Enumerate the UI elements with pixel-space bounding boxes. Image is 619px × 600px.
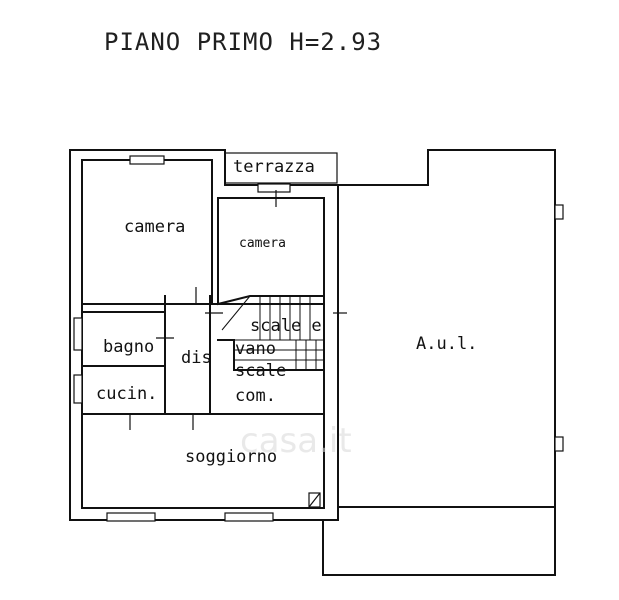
window-marker — [73, 317, 83, 351]
living-room-corner-mark — [308, 492, 321, 508]
window-marker — [106, 512, 156, 522]
room-label-camera-large: camera — [124, 217, 185, 237]
window-marker — [129, 155, 165, 165]
terrace-outline — [224, 152, 338, 184]
room-label-soggiorno: soggiorno — [185, 447, 277, 467]
room-label-scale: scale — [235, 361, 286, 381]
room-label-bagno: bagno — [103, 337, 154, 357]
room-label-camera-small: camera — [239, 236, 286, 251]
room-label-cucina: cucin. — [96, 384, 157, 404]
room-label-vano: vano — [235, 339, 276, 359]
stair-diagonal-line — [221, 295, 251, 331]
window-marker — [73, 374, 83, 404]
window-marker — [257, 183, 291, 193]
small-bedroom-outline — [217, 197, 325, 305]
room-label-aul: A.u.l. — [416, 334, 477, 354]
plan-title: PIANO PRIMO H=2.93 — [104, 28, 382, 56]
window-marker — [224, 512, 274, 522]
lower-extension-outline — [322, 506, 556, 576]
room-label-scale-e: scale e — [250, 316, 322, 336]
window-marker — [554, 436, 564, 452]
room-label-terrazza: terrazza — [233, 157, 315, 177]
room-label-com: com. — [235, 386, 276, 406]
window-marker — [554, 204, 564, 220]
room-label-dis: dis — [181, 348, 212, 368]
watermark: casa.it — [240, 421, 352, 461]
living-room-corner-box — [308, 492, 321, 508]
